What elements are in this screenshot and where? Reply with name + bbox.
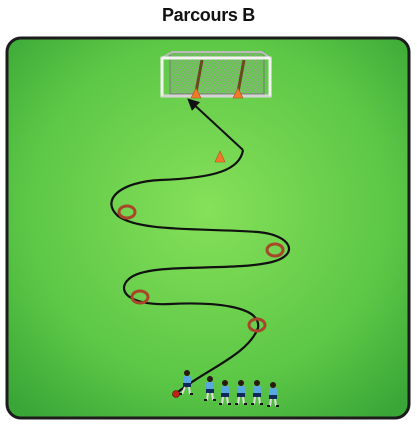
hoop <box>265 242 285 258</box>
cone-icon <box>214 150 226 163</box>
hoop <box>130 289 150 305</box>
player-waiting <box>204 376 216 401</box>
player-waiting <box>267 382 279 407</box>
dribble-path <box>110 149 291 393</box>
diagram-title: Parcours B <box>161 5 256 25</box>
pitch <box>5 36 411 420</box>
hoop <box>247 317 267 333</box>
hoop <box>117 204 137 220</box>
player-with-ball <box>179 370 193 395</box>
pole-right <box>232 59 246 99</box>
player-waiting <box>251 380 263 405</box>
player-waiting <box>235 380 247 405</box>
ball-icon <box>172 390 180 398</box>
pole-left <box>190 59 204 99</box>
player-waiting <box>219 380 231 405</box>
goal <box>160 51 272 98</box>
shot-arrow <box>187 98 244 151</box>
